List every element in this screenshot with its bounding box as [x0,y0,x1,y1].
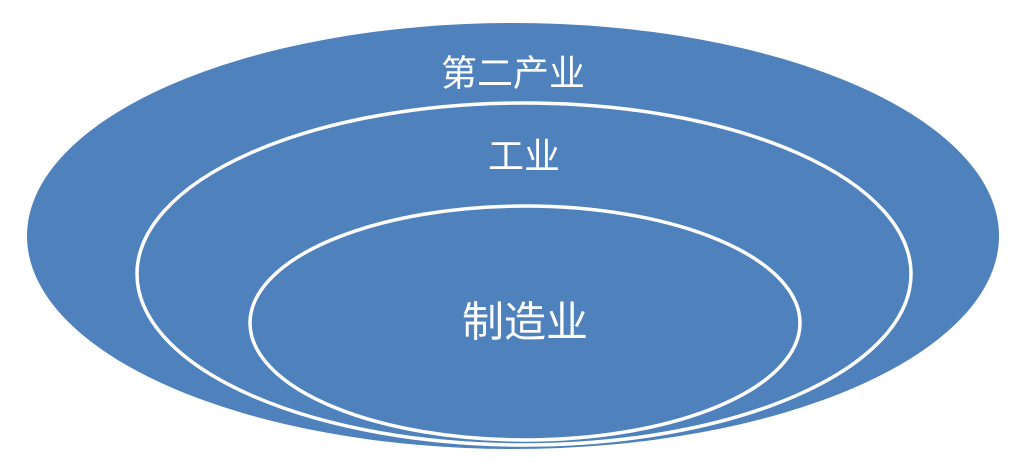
label-secondary-industry: 第二产业 [441,54,585,95]
ellipse-manufacturing [248,204,802,442]
label-manufacturing: 制造业 [462,298,588,347]
label-industry: 工业 [488,137,560,178]
